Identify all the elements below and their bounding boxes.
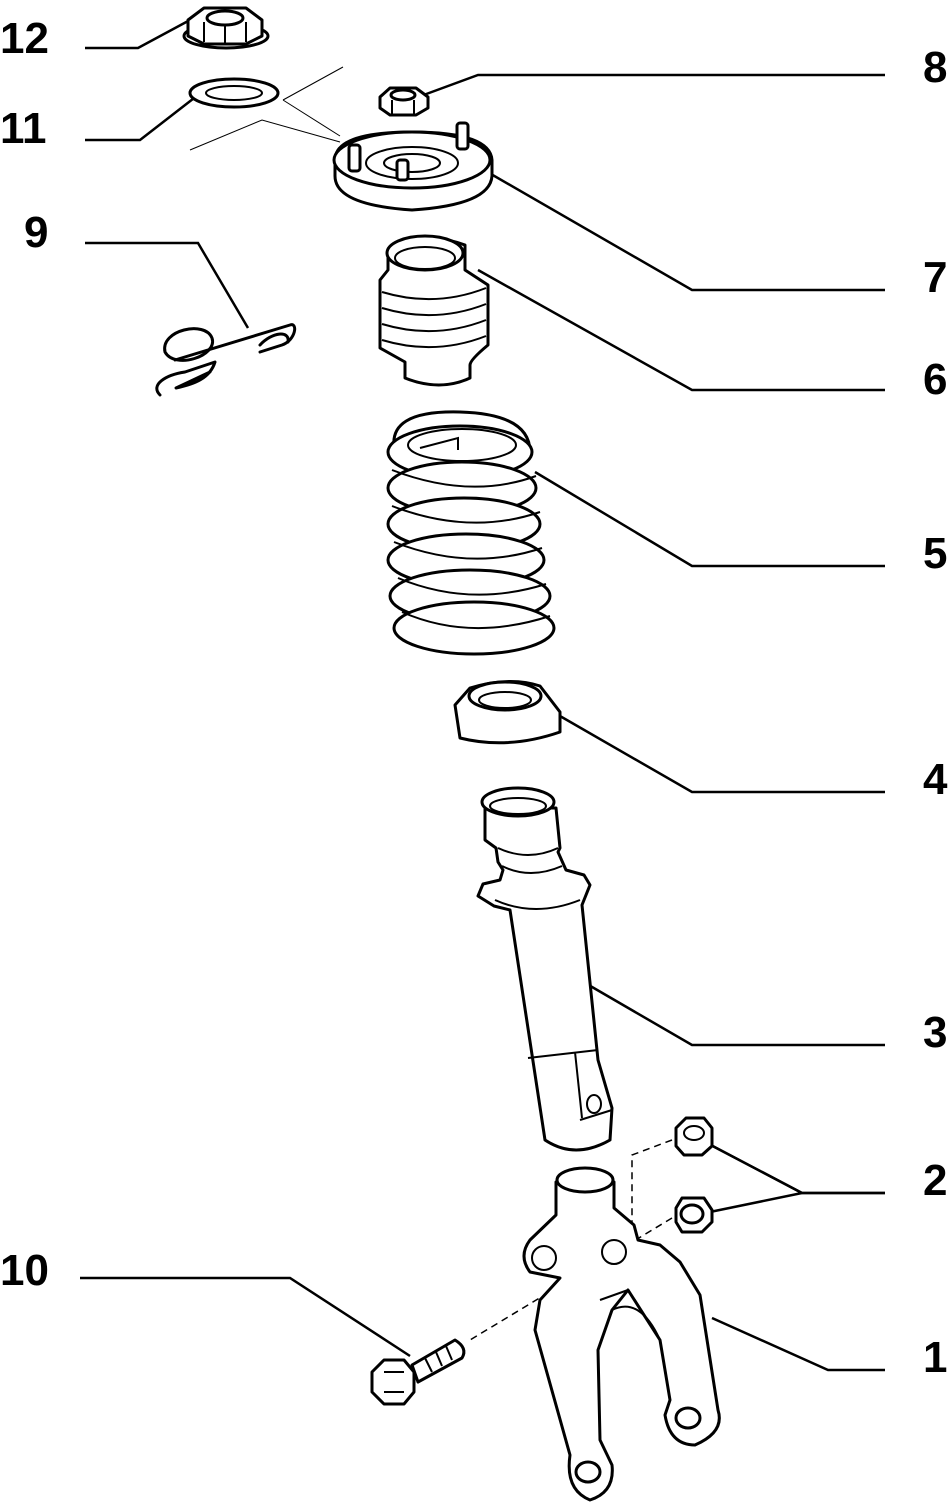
callout-9: 9 xyxy=(24,208,48,257)
leader-2 xyxy=(704,1140,885,1195)
leader-1 xyxy=(711,1316,885,1372)
callout-3: 3 xyxy=(923,1008,947,1057)
callout-12: 12 xyxy=(0,14,49,63)
callout-5: 5 xyxy=(923,529,947,578)
callout-10: 10 xyxy=(0,1246,49,1295)
flange-nut-part-12 xyxy=(182,6,270,50)
callout-8: 8 xyxy=(923,43,947,92)
callout-4: 4 xyxy=(923,755,948,804)
washer-part-11 xyxy=(188,77,280,109)
nut-part-2-lower xyxy=(674,1196,714,1234)
top-mount-part-7 xyxy=(332,121,494,212)
callout-7: 7 xyxy=(923,253,947,302)
leader-4 xyxy=(552,710,885,794)
leader-6 xyxy=(477,268,885,392)
bolt-part-10 xyxy=(370,1338,466,1406)
leader-3 xyxy=(579,978,885,1047)
clip-part-9 xyxy=(155,323,297,397)
leader-12 xyxy=(85,18,191,50)
shock-absorber-part-3 xyxy=(476,786,614,1152)
leader-11 xyxy=(85,94,199,142)
bump-stop-part-6 xyxy=(378,234,490,387)
nut-part-8 xyxy=(378,86,430,117)
leader-10 xyxy=(80,1276,411,1358)
callout-11: 11 xyxy=(0,104,47,153)
leader-8 xyxy=(409,73,885,102)
callout-2: 2 xyxy=(923,1156,947,1205)
assembly-guide-lines xyxy=(189,66,344,151)
fork-part-1 xyxy=(522,1166,721,1502)
leader-7 xyxy=(483,168,885,292)
leader-5 xyxy=(534,470,885,568)
leader-2-branches xyxy=(704,1140,885,1215)
spring-seat-part-4 xyxy=(453,679,562,745)
callout-1: 1 xyxy=(923,1333,947,1382)
coil-spring-part-5 xyxy=(386,410,556,656)
nut-part-2-upper xyxy=(674,1116,714,1157)
leader-9 xyxy=(85,241,250,329)
callout-6: 6 xyxy=(923,355,947,404)
